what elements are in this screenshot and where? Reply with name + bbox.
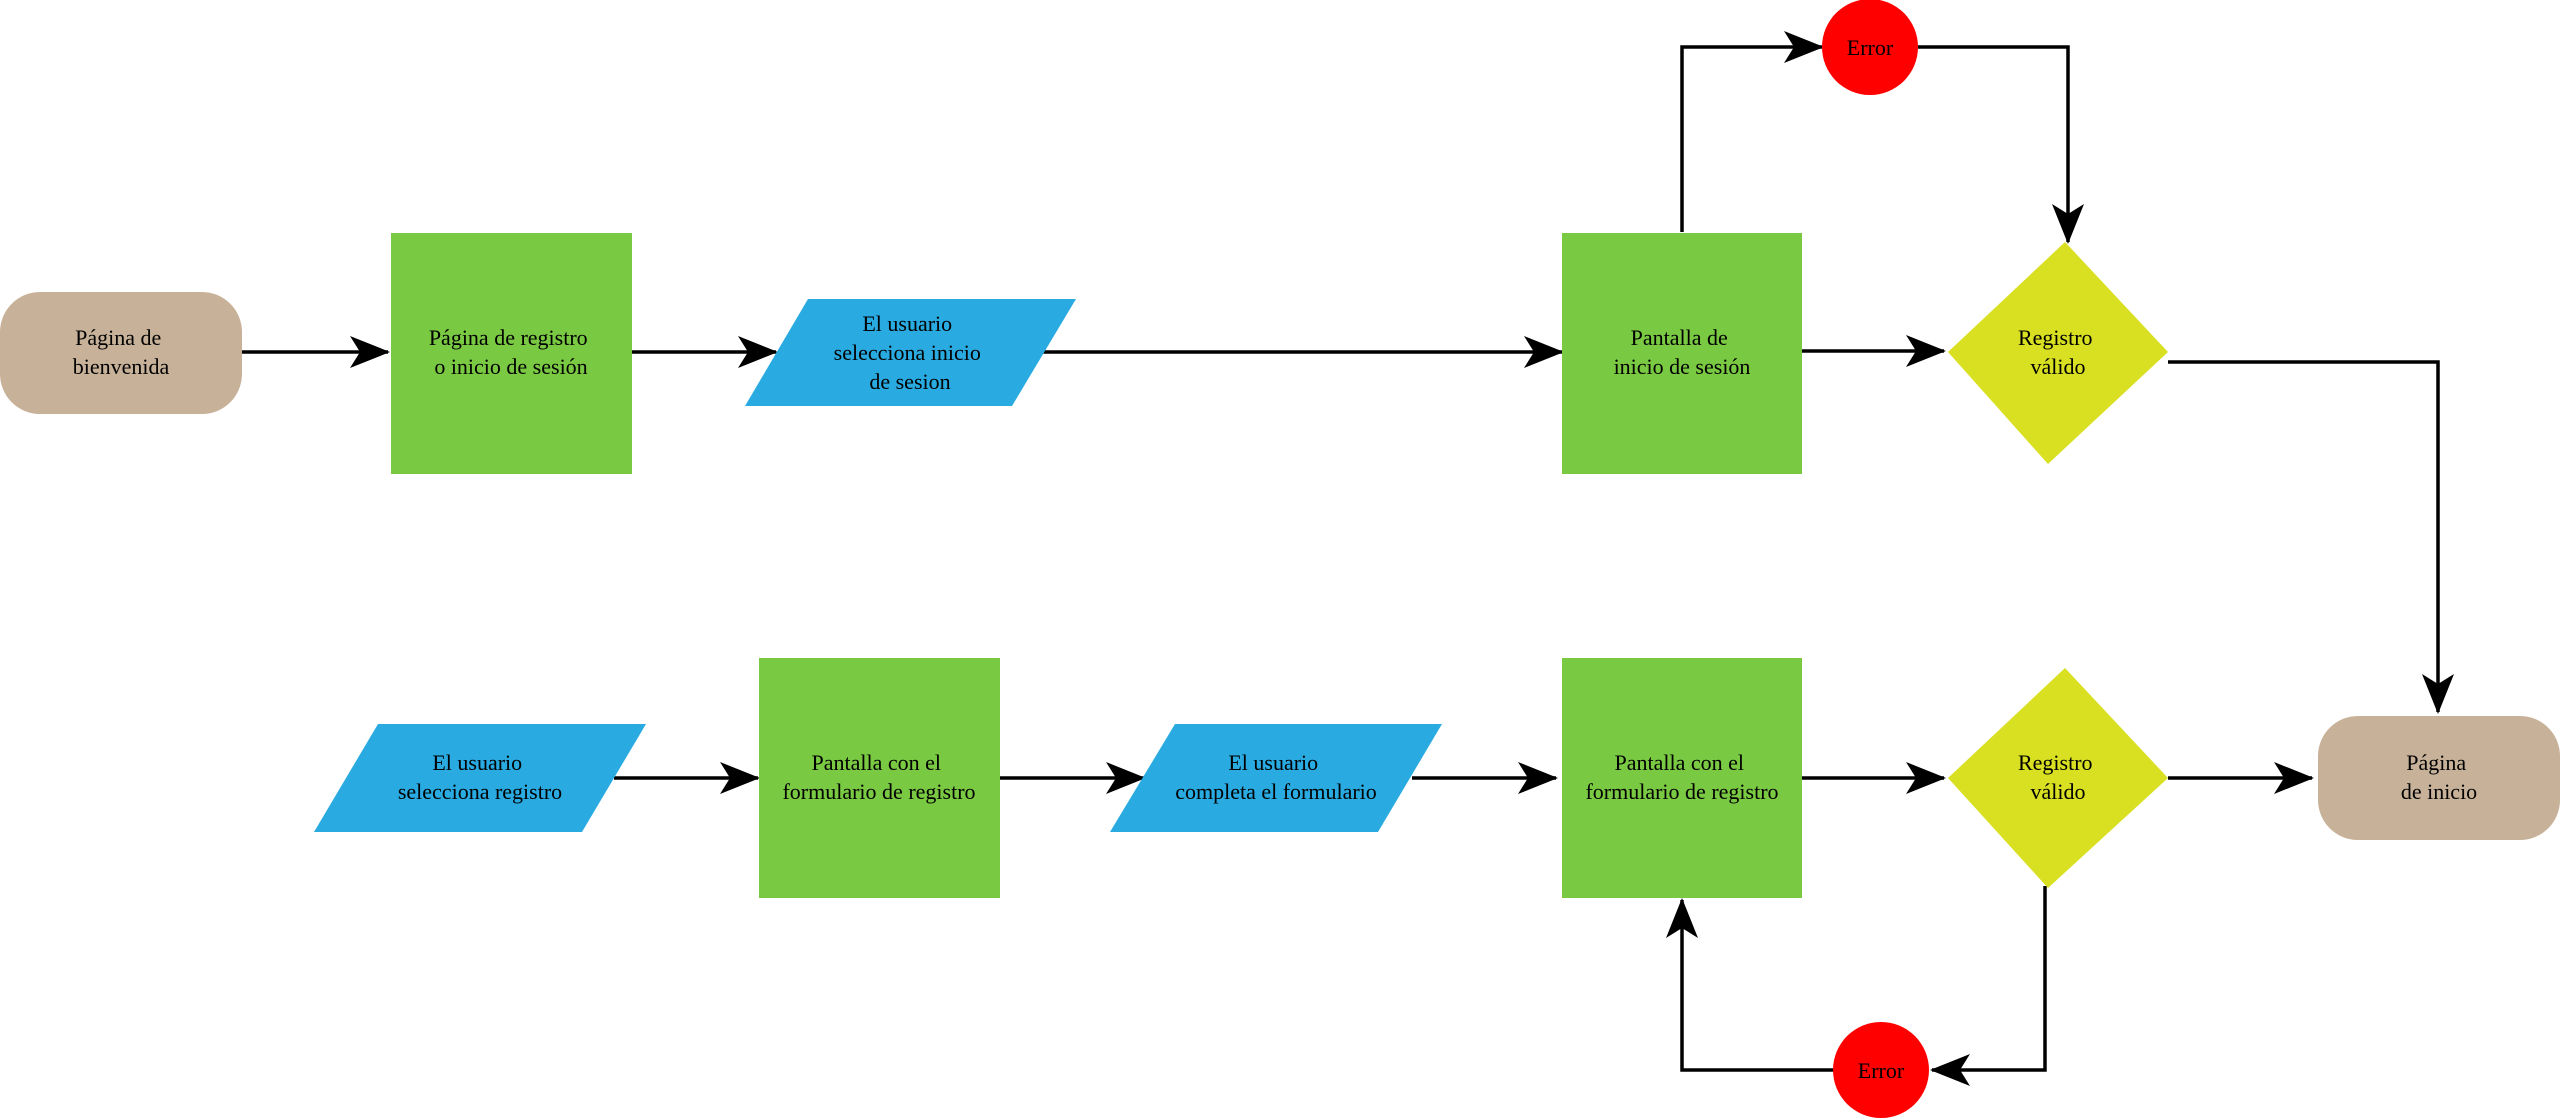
edge-valido-top-to-inicio	[2168, 360, 2454, 714]
node-selecciona-inicio: El usuario selecciona inicio de sesion	[745, 299, 1076, 406]
process-shape	[759, 658, 1000, 898]
node-form-registro-1: Pantalla con el formulario de registro	[759, 658, 1000, 898]
node-registro-o-inicio: Página de registro o inicio de sesión	[391, 233, 632, 474]
node-label: Página de inicio	[2401, 750, 2477, 804]
node-label: Pantalla con el formulario de registro	[782, 750, 975, 804]
edge-error-bottom-to-form-registro-2	[1666, 898, 1834, 1072]
node-completa-form: El usuario completa el formulario	[1110, 724, 1442, 832]
edge-valido-bottom-to-error-bottom	[1930, 886, 2047, 1086]
node-label: Error	[1858, 1058, 1905, 1083]
error-shape	[1822, 0, 1918, 95]
node-error-bottom: Error	[1833, 1022, 1929, 1118]
edges	[242, 31, 2454, 1086]
node-bienvenida: Página de bienvenida	[0, 292, 242, 414]
node-label: El usuario selecciona inicio de sesion	[834, 311, 987, 394]
input-shape	[745, 299, 1076, 406]
node-selecciona-registro: El usuario selecciona registro	[314, 724, 646, 832]
decision-shape	[1948, 668, 2168, 888]
decision-shape	[1948, 242, 2168, 464]
terminal-shape	[0, 292, 242, 414]
edge-error-top-to-valido-top	[1918, 45, 2084, 244]
node-label: Registro válido	[2018, 325, 2098, 379]
node-label: Página de registro o inicio de sesión	[429, 325, 593, 379]
input-shape	[314, 724, 646, 832]
node-label: El usuario selecciona registro	[398, 750, 562, 804]
node-valido-top: Registro válido	[1948, 242, 2168, 464]
node-form-registro-2: Pantalla con el formulario de registro	[1562, 658, 1802, 898]
node-label: Pantalla de inicio de sesión	[1614, 325, 1751, 379]
node-valido-bottom: Registro válido	[1948, 668, 2168, 888]
terminal-shape	[2318, 716, 2560, 840]
error-shape	[1833, 1022, 1929, 1118]
process-shape	[391, 233, 632, 474]
node-inicio: Página de inicio	[2318, 716, 2560, 840]
input-shape	[1110, 724, 1442, 832]
process-shape	[1562, 233, 1802, 474]
node-label: Registro válido	[2018, 750, 2098, 804]
node-error-top: Error	[1822, 0, 1918, 95]
node-pantalla-inicio: Pantalla de inicio de sesión	[1562, 233, 1802, 474]
node-label: Pantalla con el formulario de registro	[1585, 750, 1778, 804]
node-label: El usuario completa el formulario	[1175, 750, 1377, 804]
process-shape	[1562, 658, 1802, 898]
edge-pantalla-inicio-to-error-top	[1680, 31, 1824, 232]
node-label: Página de bienvenida	[73, 325, 170, 379]
node-label: Error	[1847, 35, 1894, 60]
